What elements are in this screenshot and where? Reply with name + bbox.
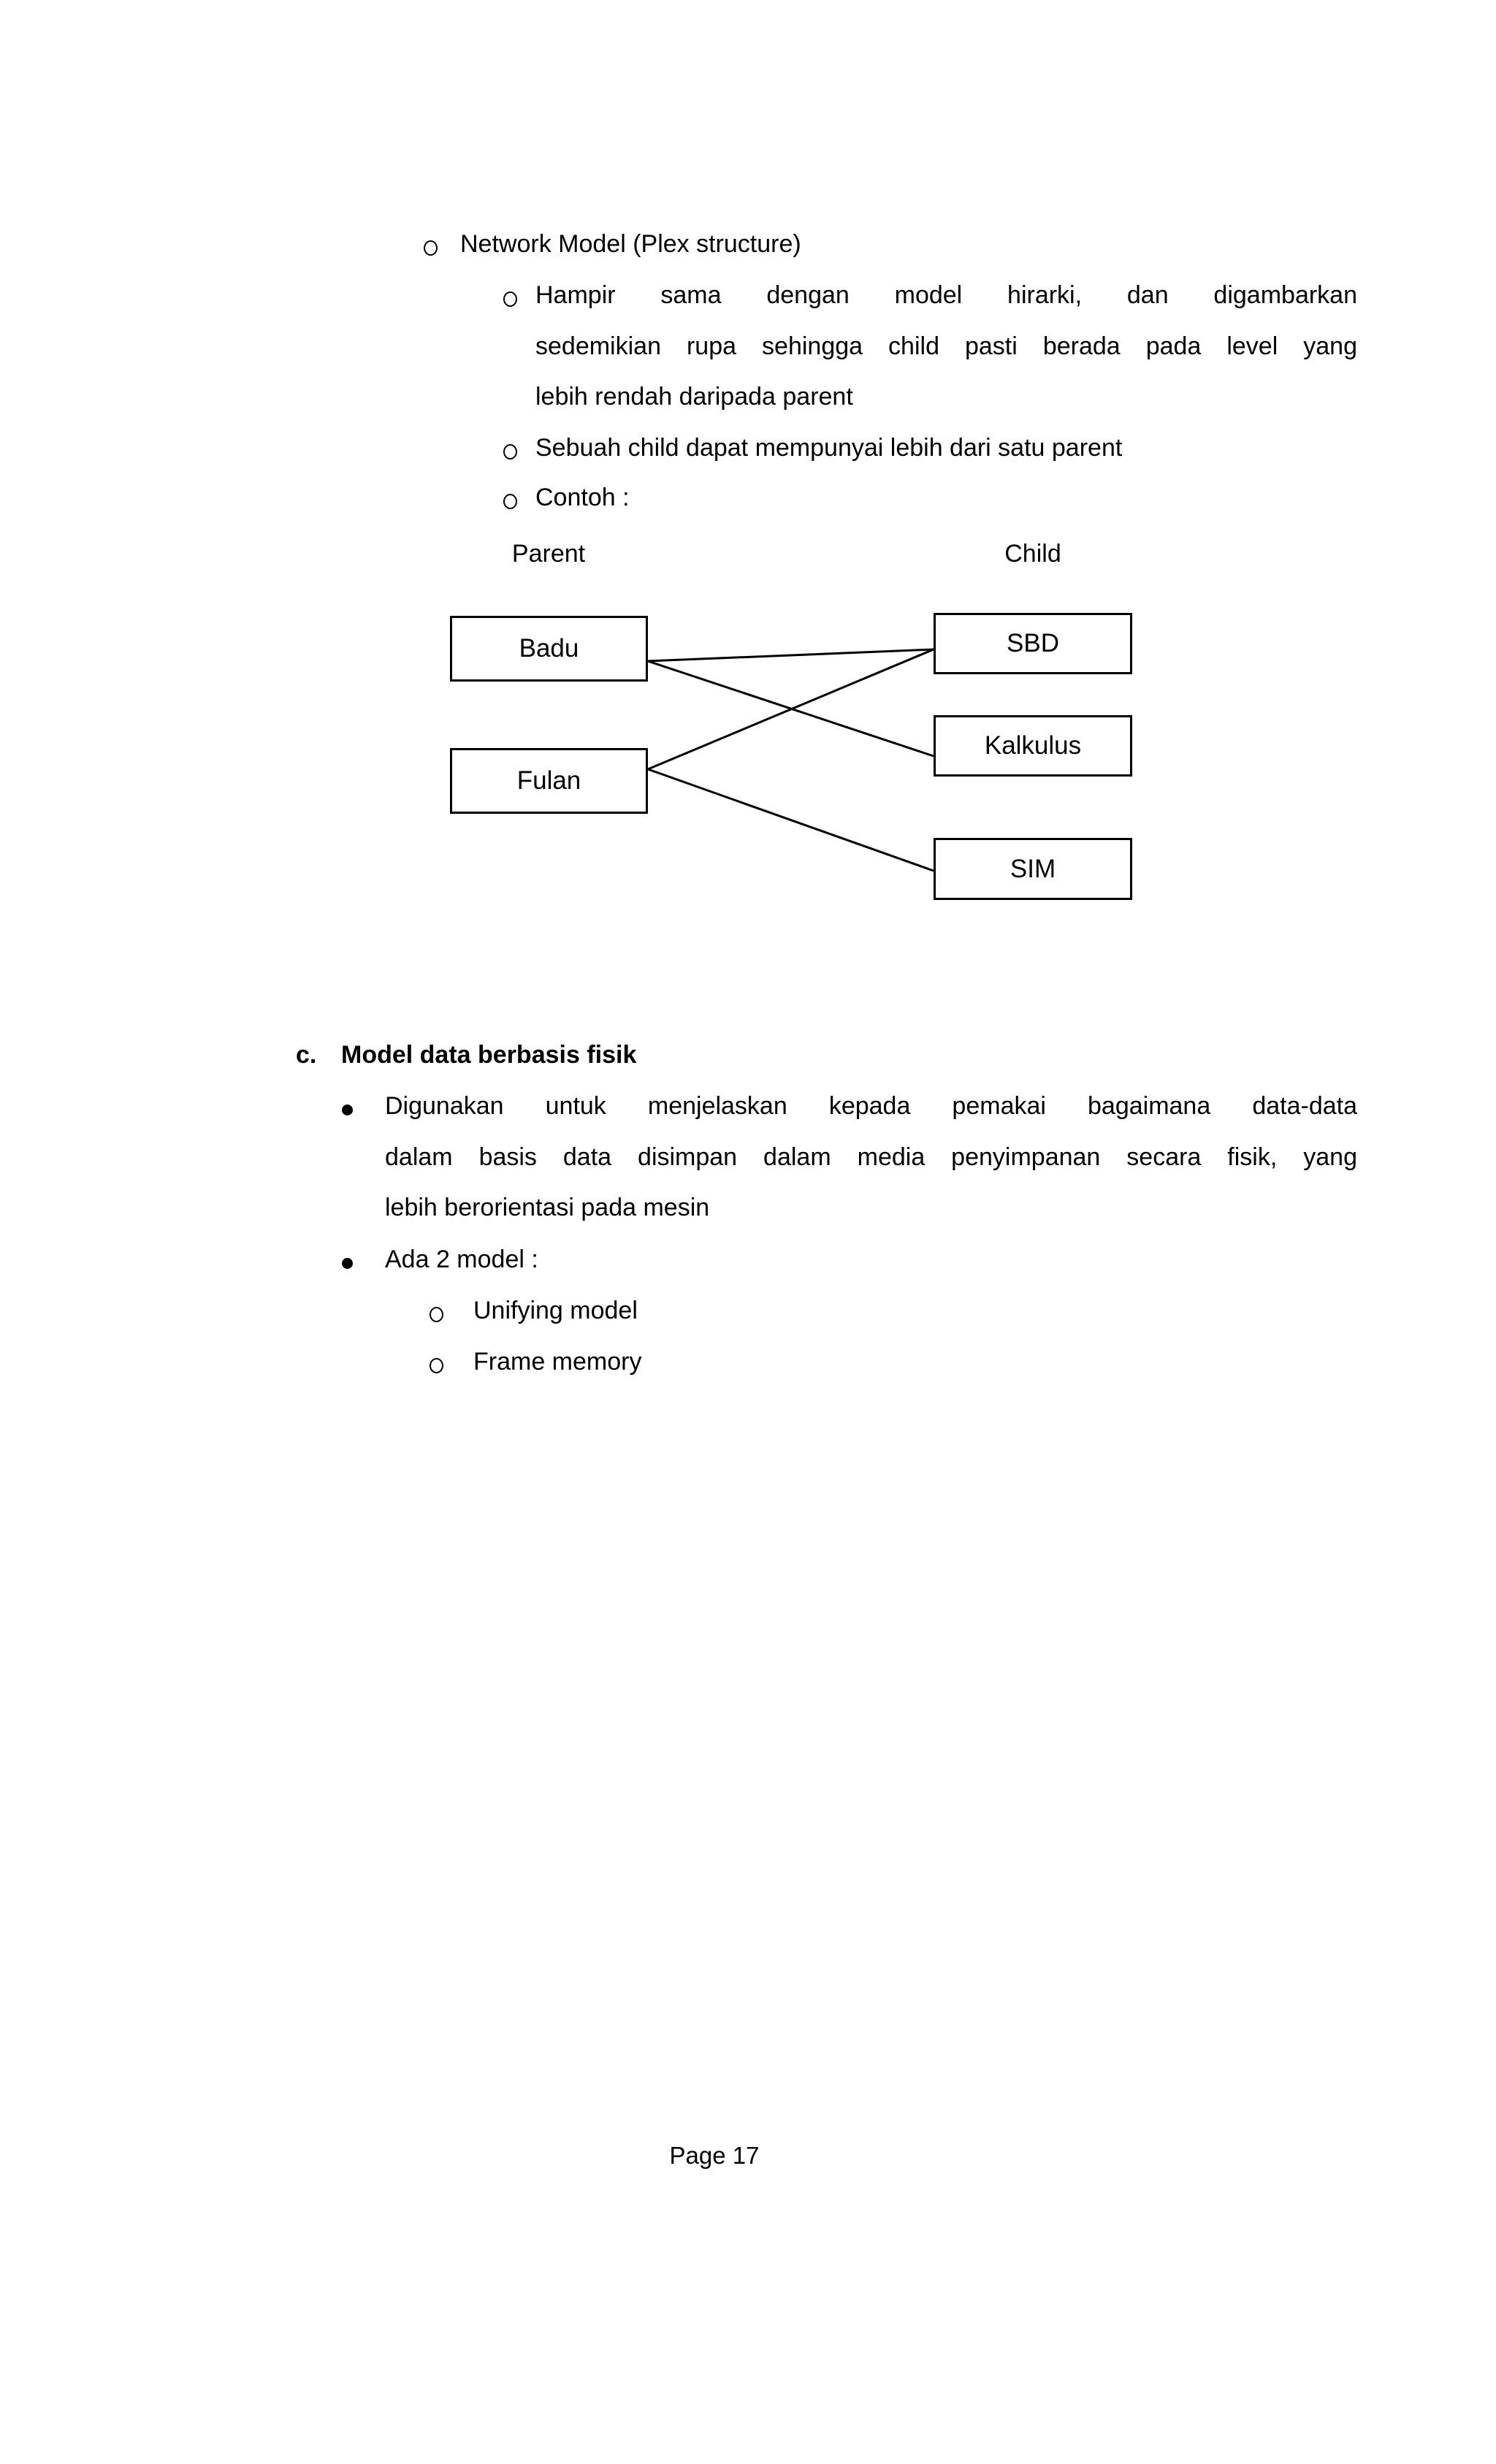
circle-bullet-icon (424, 240, 438, 256)
edge-fulan-sbd (647, 648, 934, 771)
section-c-sub-unifying: Unifying model (473, 1297, 638, 1324)
network-item-hampir-line1: Hampir sama dengan model hirarki, dan di… (535, 281, 1357, 309)
section-c-heading: Model data berbasis fisik (341, 1041, 637, 1069)
diagram-parent-column-label: Parent (511, 540, 586, 568)
diagram-node-label: Fulan (516, 766, 581, 795)
disc-bullet-icon (342, 1258, 353, 1269)
diagram-node-sbd: SBD (934, 613, 1132, 674)
circle-bullet-icon (503, 291, 517, 307)
section-c-bullet1-line2: dalam basis data disimpan dalam media pe… (385, 1143, 1357, 1171)
section-c-bullet2: Ada 2 model : (385, 1246, 538, 1273)
circle-bullet-icon (503, 494, 517, 509)
diagram-node-fulan: Fulan (450, 748, 648, 814)
diagram-node-label: SBD (1007, 629, 1059, 657)
page-number: Page 17 (669, 2142, 760, 2169)
section-c-bullet1-line3: lebih berorientasi pada mesin (385, 1194, 710, 1221)
edge-badu-sbd (647, 648, 934, 663)
section-c-sub-frame: Frame memory (473, 1348, 642, 1376)
edge-fulan-sim (647, 768, 934, 872)
diagram-node-label: Kalkulus (984, 731, 1082, 760)
diagram-child-column-label: Child (1004, 540, 1061, 568)
diagram-node-badu: Badu (450, 616, 648, 682)
network-model-title: Network Model (Plex structure) (460, 230, 801, 258)
network-item-hampir-line3: lebih rendah daripada parent (535, 383, 853, 411)
network-item-contoh: Contoh : (535, 484, 630, 511)
circle-bullet-icon (430, 1358, 443, 1373)
section-c-bullet1-line1: Digunakan untuk menjelaskan kepada pemak… (385, 1092, 1357, 1120)
diagram-node-kalkulus: Kalkulus (934, 715, 1132, 777)
diagram-node-sim: SIM (934, 838, 1132, 900)
circle-bullet-icon (503, 444, 517, 459)
network-item-hampir-line2: sedemikian rupa sehingga child pasti ber… (535, 332, 1357, 360)
section-c-label: c. (296, 1041, 317, 1069)
edge-badu-kalkulus (647, 660, 934, 758)
disc-bullet-icon (342, 1105, 353, 1115)
diagram-node-label: SIM (1010, 854, 1056, 883)
network-item-sebuah: Sebuah child dapat mempunyai lebih dari … (535, 434, 1123, 462)
diagram-node-label: Badu (519, 634, 579, 663)
circle-bullet-icon (430, 1307, 443, 1322)
